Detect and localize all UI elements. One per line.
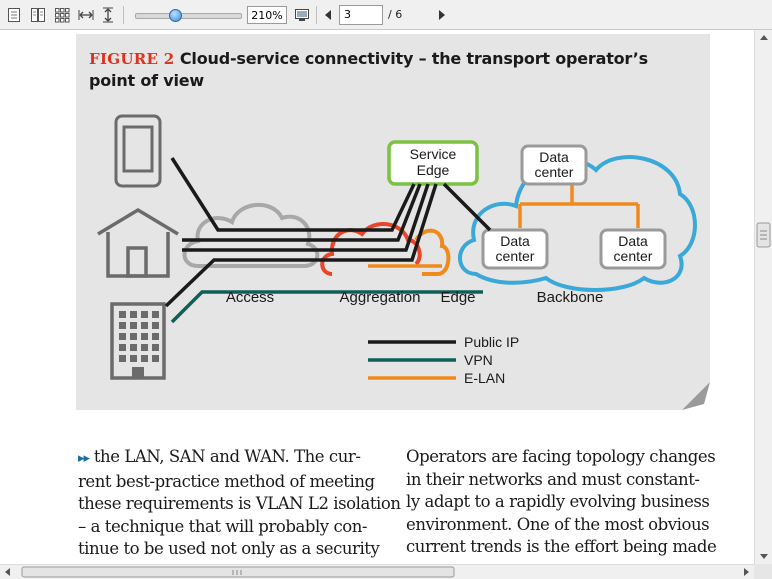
data-center-label: center	[496, 248, 535, 264]
text-line: ▸▸ the LAN, SAN and WAN. The cur-	[78, 447, 361, 466]
toolbar-separator	[316, 6, 317, 24]
network-diagram: Service Edge Data center Data center Dat…	[97, 114, 697, 386]
data-center-box	[481, 228, 549, 270]
service-edge-box	[387, 140, 479, 186]
data-center-label: center	[535, 164, 574, 180]
scroll-down-icon	[760, 554, 768, 559]
legend-label-elan: E-LAN	[464, 370, 505, 386]
data-center-box	[599, 228, 667, 270]
figure-panel: FIGURE 2 Cloud-service connectivity – th…	[76, 34, 710, 410]
two-page-icon[interactable]	[28, 5, 48, 25]
toolbar: 210% 3 / 6	[0, 0, 772, 30]
fit-width-icon[interactable]	[76, 5, 96, 25]
prev-page-icon[interactable]	[318, 5, 338, 25]
edge-cloud	[414, 228, 451, 276]
data-center-label: center	[614, 248, 653, 264]
figure-title: FIGURE 2 Cloud-service connectivity – th…	[89, 48, 689, 92]
aggregation-label: Aggregation	[340, 289, 421, 306]
zoom-level-field[interactable]: 210%	[247, 6, 287, 24]
thumbnails-icon[interactable]	[52, 5, 72, 25]
scroll-up-icon	[760, 35, 768, 40]
text-line: – a technique that will probably con-	[78, 516, 368, 536]
office-building-icon	[110, 302, 166, 380]
single-page-icon[interactable]	[4, 5, 24, 25]
toolbar-separator	[123, 6, 124, 24]
vertical-scrollbar[interactable]	[754, 30, 772, 564]
edge-label: Edge	[440, 289, 475, 306]
text-line: ly adapt to a rapidly evolving business	[406, 492, 710, 511]
zoom-slider-track[interactable]	[135, 13, 242, 19]
scroll-right-icon	[744, 568, 749, 576]
document-viewport: FIGURE 2 Cloud-service connectivity – th…	[0, 30, 754, 564]
scroll-left-icon	[5, 568, 10, 576]
mobile-phone-icon	[114, 114, 162, 188]
full-screen-icon[interactable]	[292, 5, 312, 25]
text-line: environment. One of the most obvious	[406, 514, 710, 534]
backbone-label: Backbone	[537, 289, 604, 306]
body-column-left: ▸▸ the LAN, SAN and WAN. The cur- rent b…	[78, 446, 401, 561]
text-line: tinue to be used not only as a security	[78, 539, 380, 558]
scrollbar-corner	[754, 564, 772, 579]
text-line: these requirements is VLAN L2 isolation	[78, 494, 401, 513]
data-center-label: Data	[618, 233, 648, 249]
figure-tag: FIGURE 2	[89, 50, 175, 68]
page-number-input[interactable]: 3	[339, 5, 383, 25]
horizontal-scrollbar[interactable]	[0, 564, 754, 579]
text-line: in their networks and must constant-	[406, 469, 700, 489]
data-center-box	[520, 144, 588, 186]
text-line: current trends is the effort being made	[406, 537, 717, 556]
horizontal-scroll-thumb	[21, 566, 455, 578]
house-icon	[97, 207, 179, 278]
data-center-label: Data	[539, 149, 569, 165]
next-page-icon[interactable]	[432, 5, 452, 25]
body-column-right: Operators are facing topology changes in…	[406, 446, 717, 559]
page-total: / 6	[388, 8, 403, 21]
service-edge-label: Service	[410, 146, 457, 162]
zoom-slider-thumb[interactable]	[168, 9, 182, 22]
figure-title-line2: point of view	[89, 71, 205, 90]
text-line: Operators are facing topology changes	[406, 447, 716, 466]
elan-tree	[368, 184, 640, 268]
access-cloud	[182, 202, 320, 268]
backbone-cloud	[458, 155, 697, 292]
text-line: rent best-practice method of meeting	[78, 471, 375, 491]
data-center-label: Data	[500, 233, 530, 249]
service-edge-label: Edge	[417, 162, 450, 178]
legend-label-vpn: VPN	[464, 352, 493, 368]
access-label: Access	[226, 289, 274, 306]
vpn-line	[170, 290, 483, 324]
figure-title-line1: Cloud-service connectivity – the transpo…	[179, 49, 648, 68]
page-curl-icon	[682, 382, 710, 410]
public-ip-lines	[164, 157, 492, 308]
legend-label-public-ip: Public IP	[464, 334, 519, 350]
vertical-scroll-thumb	[756, 222, 771, 248]
fit-height-icon[interactable]	[98, 5, 118, 25]
continuation-arrow-icon: ▸▸	[78, 451, 90, 466]
